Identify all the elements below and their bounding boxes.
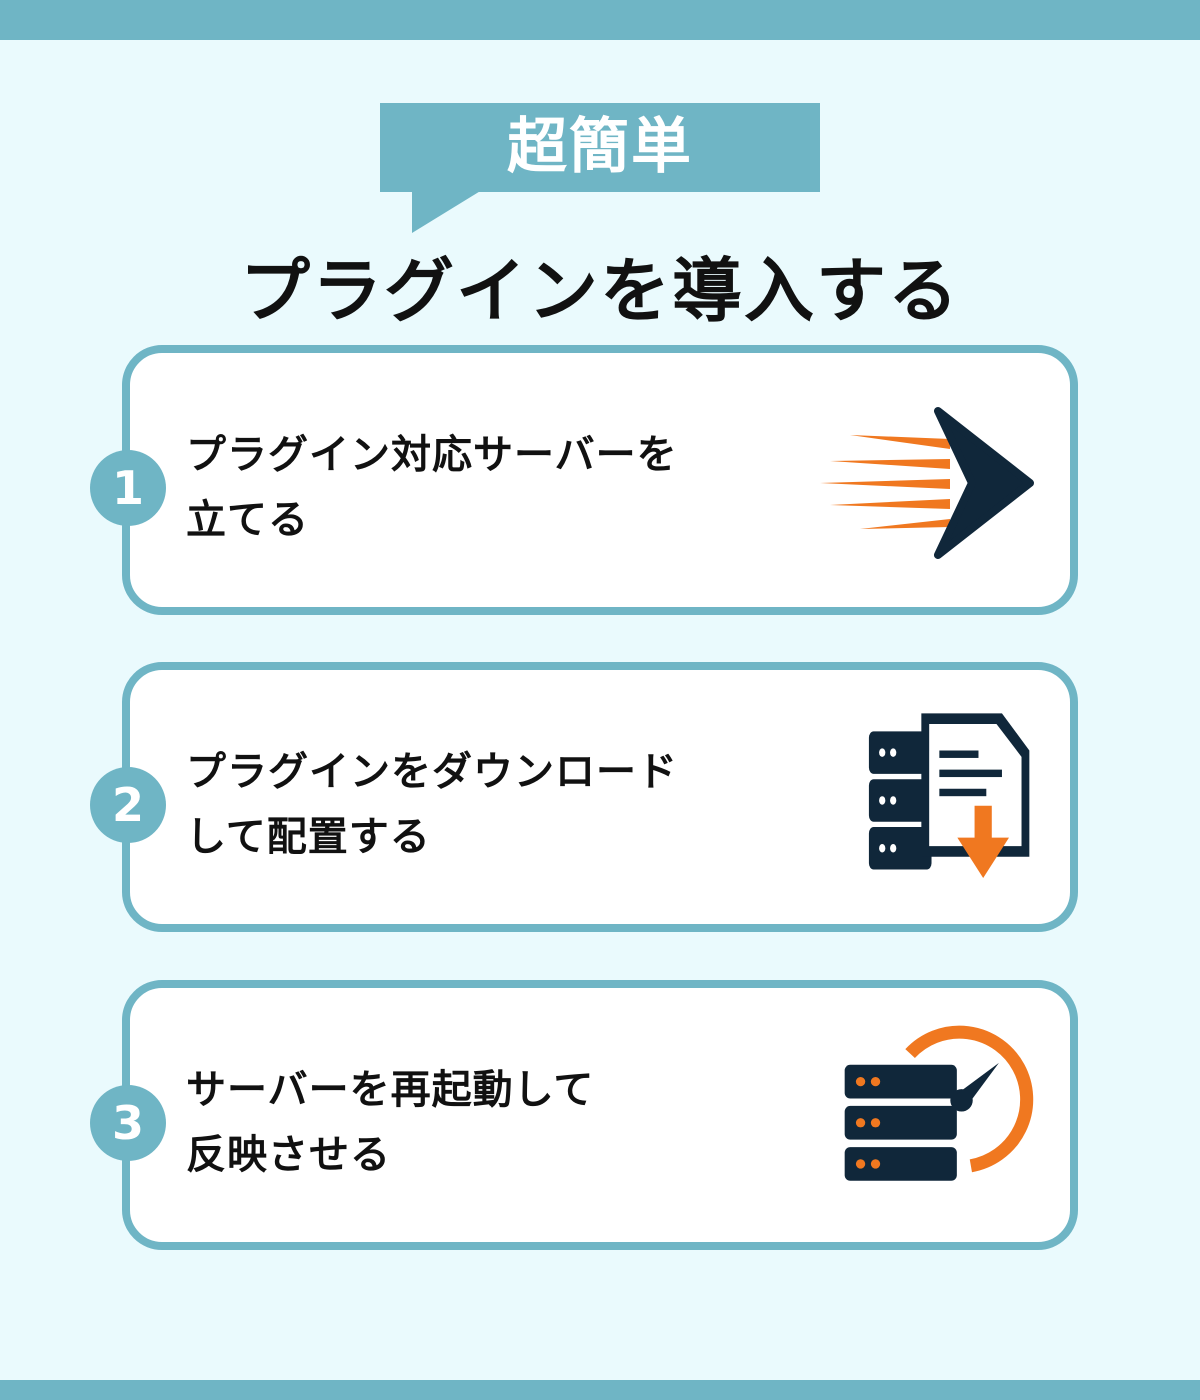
step-text: プラグイン対応サーバーを立てる <box>186 432 678 543</box>
step-number: 1 <box>90 450 166 526</box>
step-text: プラグインをダウンロードして配置する <box>186 749 678 860</box>
step-card-1: 1 プラグイン対応サーバーを立てる <box>90 345 1078 615</box>
badge: 超簡単 <box>380 103 820 192</box>
badge-tail <box>412 190 482 233</box>
step-card-2: 2 プラグインをダウンロードして配置する <box>90 662 1078 932</box>
page-title: プラグインを導入する <box>240 250 960 332</box>
bottom-bar <box>0 1380 1200 1400</box>
step-text: サーバーを再起動して反映させる <box>186 1067 595 1178</box>
step-number: 3 <box>90 1085 166 1161</box>
server-restart-gauge-icon <box>844 1025 1034 1181</box>
speed-arrow-icon <box>820 407 1034 559</box>
server-download-icon <box>868 713 1030 878</box>
top-bar <box>0 0 1200 40</box>
step-card-3: 3 サーバーを再起動して反映させる <box>90 980 1078 1250</box>
step-number: 2 <box>90 767 166 843</box>
